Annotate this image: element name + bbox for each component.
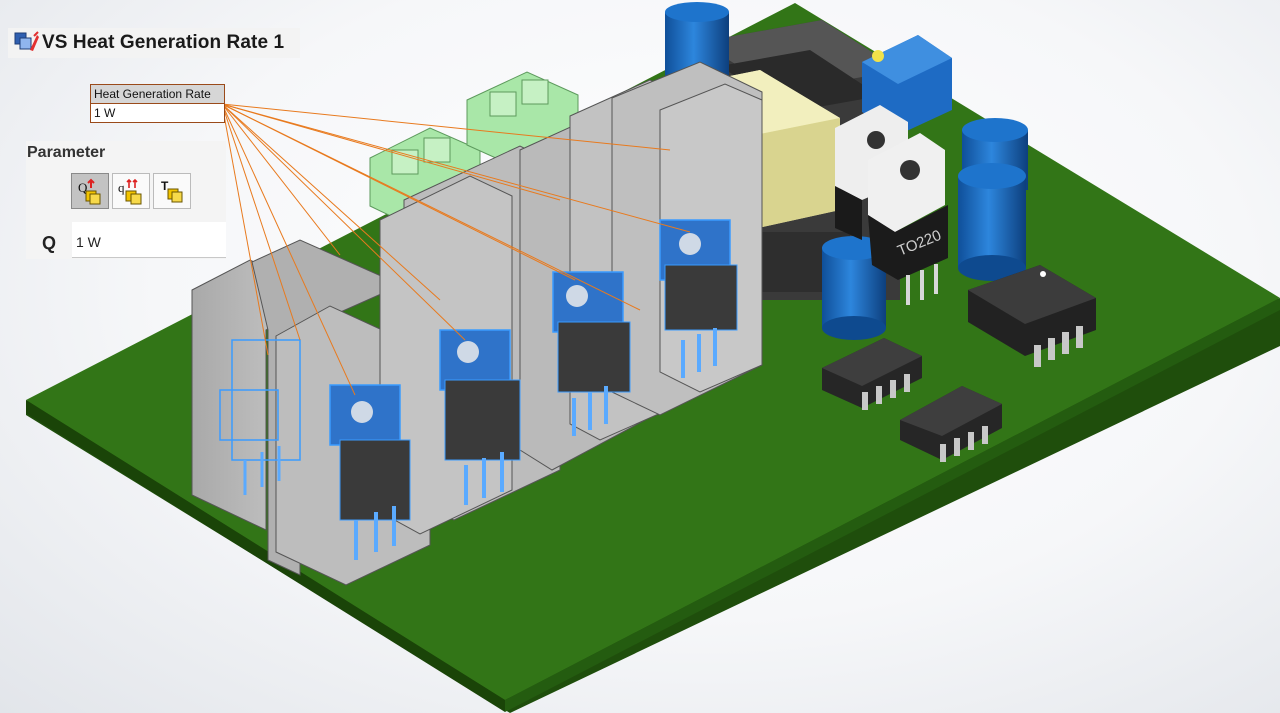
selected-mosfet[interactable] [329,384,411,560]
to220-regulator[interactable]: TO220 [868,133,948,305]
selected-mosfet[interactable] [552,271,631,436]
q-label: Q [42,233,57,253]
temperature-t-icon: T [161,179,183,203]
svg-text:q: q [118,180,125,195]
heat-rate-q-icon: Q [78,178,101,205]
heat-generation-icon [14,31,39,51]
temperature-t-button[interactable]: T [153,173,191,209]
selected-mosfet[interactable] [439,329,521,505]
parameter-title: Parameter [27,144,106,161]
callout-value: 1 W [94,106,116,120]
callout-leader-lines [221,103,691,396]
heat-flux-q-button[interactable]: q [112,173,150,209]
svg-text:T: T [161,179,169,193]
feature-title-bar: VS Heat Generation Rate 1 [8,28,300,58]
heat-rate-q-button[interactable]: Q [71,173,109,209]
feature-title: VS Heat Generation Rate 1 [42,32,285,53]
ic-chip[interactable] [822,338,922,410]
parameter-panel: Parameter Q q T Q [26,141,226,259]
ic-chip[interactable] [968,265,1096,367]
ic-chip[interactable] [900,386,1002,462]
capacitor[interactable] [958,163,1026,281]
callout-header: Heat Generation Rate [91,85,224,104]
selected-mosfet[interactable] [659,219,738,378]
selected-mosfet[interactable] [219,339,301,495]
heat-rate-input[interactable] [72,222,226,258]
heat-flux-q-icon: q [118,178,142,205]
svg-text:Q: Q [78,180,88,195]
heat-rate-callout[interactable]: Heat Generation Rate 1 W [90,84,225,123]
parameter-type-buttons: Q q T [71,173,191,209]
